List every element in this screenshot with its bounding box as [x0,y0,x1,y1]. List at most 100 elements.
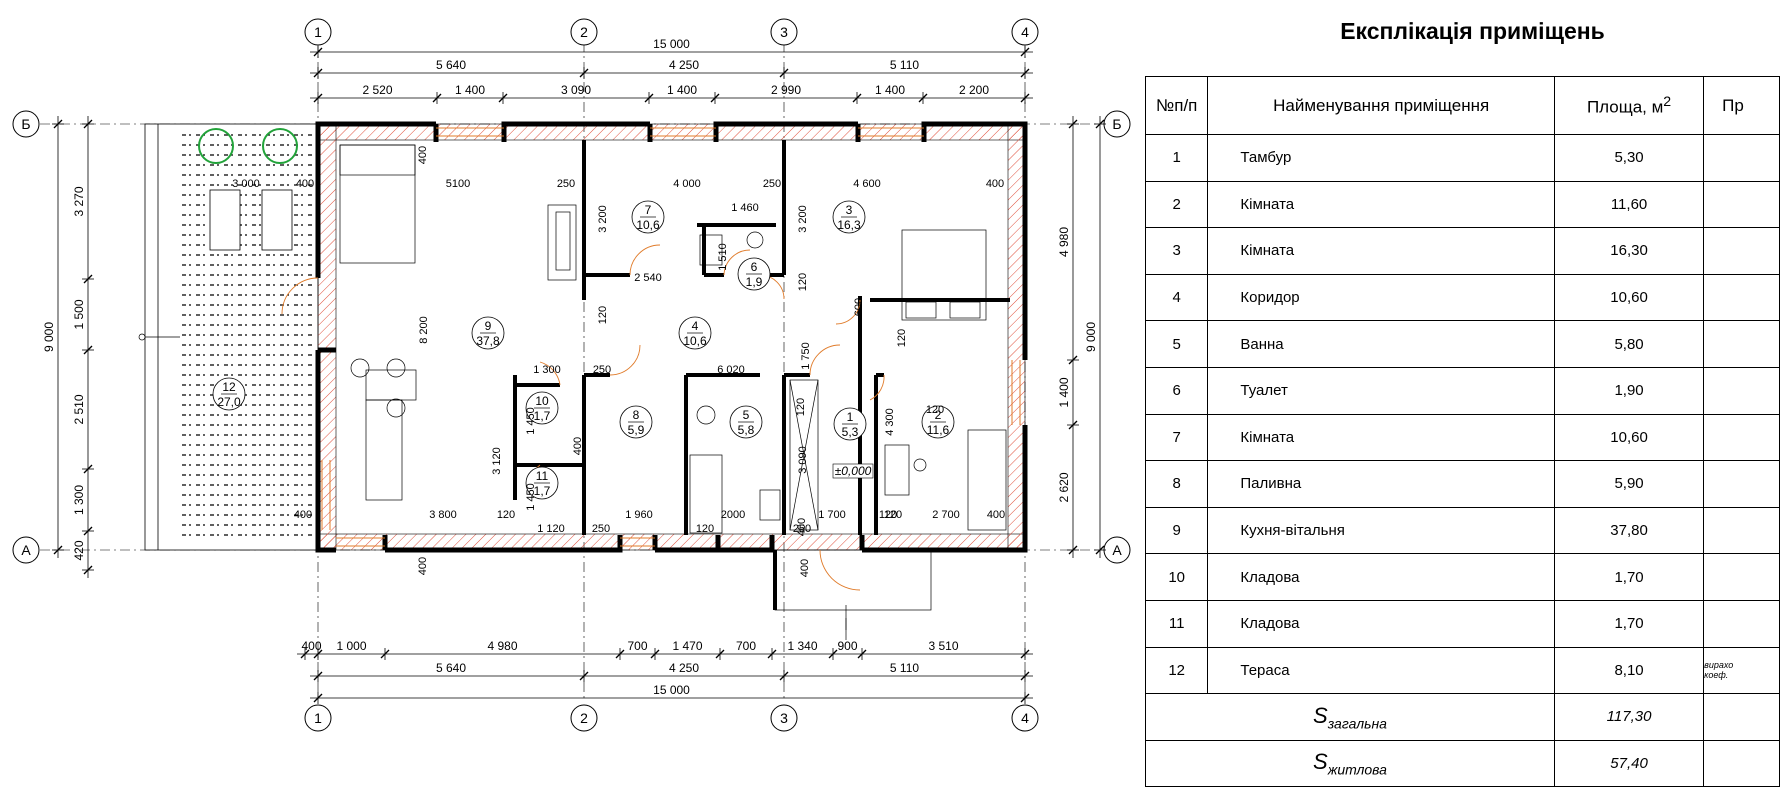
axis-circle [12,536,40,564]
level-mark: ±0,000 [832,463,874,479]
dim-label: 2 510 [72,394,86,424]
row-name: Кімната [1207,413,1555,462]
row-name: Кладова [1207,599,1555,648]
axis-label: Б [1112,116,1121,132]
row-area: 8,10 [1553,646,1705,695]
dim-label: 5 640 [436,58,466,72]
room-number: 4 [692,319,699,333]
dim-label: 5 110 [890,58,919,72]
header-area-sup: 2 [1663,93,1672,110]
row-name: Кладова [1207,553,1555,601]
inner-dim-label: 600 [853,298,865,316]
axis-label: 3 [780,24,788,40]
dim-label: 2 200 [959,83,989,97]
dim-label: 15 000 [653,37,690,51]
row-name: Тамбур [1207,134,1555,182]
inner-dim-label: 2 540 [634,272,662,284]
row-area: 11,60 [1553,180,1705,229]
row-note [1703,227,1780,275]
dim-label: 4 250 [669,58,699,72]
row-area: 5,30 [1553,134,1705,182]
room-number: 6 [751,260,758,274]
inner-dim-label: 400 [987,509,1005,521]
header-name-text: Найменування приміщення [1273,95,1490,115]
room-tags: 15,3211,6316,3410,655,861,9710,685,9937,… [212,200,955,500]
dim-label: 9 000 [42,322,56,352]
inner-dim-label: 250 [592,523,610,535]
dim-label: 3 270 [72,186,86,216]
room-number: 8 [633,408,640,422]
dim-label: 700 [627,639,647,653]
dim-label: 5 110 [890,661,919,675]
furniture [339,144,1007,534]
entrance-steps [773,549,932,640]
axis-circle [12,110,40,138]
inner-dim-label: 250 [793,523,811,535]
inner-dim-label: 120 [926,404,944,416]
inner-dim-label: 3 090 [797,446,809,474]
axis-circle [304,704,332,732]
inner-dim-label: 400 [986,178,1004,190]
row-area: 1,70 [1553,553,1705,601]
axis-label: 2 [580,710,588,726]
axis-circle [770,704,798,732]
row-area: 37,80 [1553,506,1705,555]
dim-label: 2 520 [362,83,392,97]
row-num: 2 [1144,180,1209,229]
header-area: Площа, м2 [1553,76,1705,135]
table-header-row: №п/п Найменування приміщення Площа, м2 П… [1144,76,1780,135]
row-area: 10,60 [1553,273,1705,322]
plant-circle [198,128,234,164]
room-number: 12 [222,380,236,394]
room-number: 1 [847,410,854,424]
dim-label: 3 510 [928,639,958,653]
total-label-main: S [1313,702,1328,728]
axis-label: 4 [1021,710,1029,726]
row-note [1703,506,1780,555]
inner-dim-label: 3 200 [597,205,609,233]
dim-label: 1 470 [672,639,702,653]
total-label-sub: житлова [1327,761,1387,778]
inner-dim-label: 3 200 [797,205,809,233]
row-area: 10,60 [1553,413,1705,462]
explication-table: №п/п Найменування приміщення Площа, м2 П… [1144,76,1780,788]
axis-circle [770,18,798,46]
room-area: 16,3 [837,218,861,232]
room-area: 11,6 [927,423,950,437]
row-num: 7 [1144,413,1209,462]
inner-dim-label: 1 120 [537,523,565,535]
room-number: 10 [535,394,549,408]
inner-dim-label: 250 [763,178,781,190]
row-num: 1 [1144,134,1209,182]
inner-dim-label: 3 000 [232,178,260,190]
row-note [1703,273,1780,322]
row-note-line2: коеф. [1704,670,1729,681]
row-note [1703,366,1780,415]
row-area: 16,30 [1553,227,1705,275]
row-name: Тераса [1207,646,1555,695]
inner-dim-label: 3 120 [491,447,503,475]
room-area: 10,6 [636,218,660,232]
dim-label: 15 000 [653,683,690,697]
row-num: 6 [1144,366,1209,415]
header-area-text: Площа, м [1586,97,1664,117]
row-num: 10 [1144,553,1209,601]
inner-dim-label: 6 020 [717,364,745,376]
dim-label: 400 [301,639,321,653]
total-label-main: S [1313,749,1328,775]
row-num: 3 [1144,227,1209,275]
header-num: №п/п [1144,76,1209,135]
row-num: 9 [1144,506,1209,555]
inner-dim-label: 3 800 [429,509,457,521]
dim-label: 700 [736,639,756,653]
axis-label: 3 [780,710,788,726]
axis-circle [304,18,332,46]
